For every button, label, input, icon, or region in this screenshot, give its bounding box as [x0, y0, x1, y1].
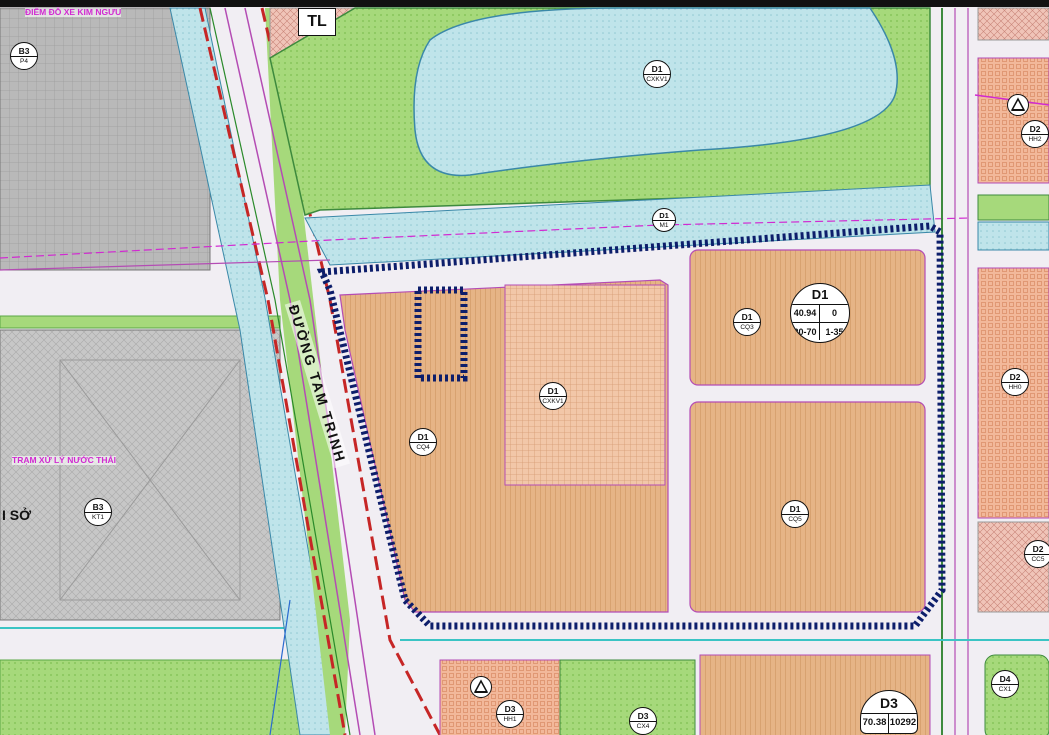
- inner-boundary: [414, 286, 468, 382]
- pond: [413, 7, 898, 177]
- so-fragment-label: I SỞ: [2, 507, 32, 523]
- block-b3-kt1: [0, 329, 281, 621]
- project-boundary: [316, 222, 946, 630]
- bus-depot-label: ĐIỂM ĐỖ XE KIM NGƯU: [25, 7, 122, 17]
- parcel-cxkv1-inner: [504, 284, 666, 486]
- utility-triangle-icon-bottom: [470, 676, 492, 698]
- tl-label: TL: [298, 8, 336, 36]
- treatment-plant-label: TRẠM XỬ LÝ NƯỚC THẢI: [12, 455, 116, 465]
- d1-stats-badge[interactable]: D1 40.94 0 20-70 1-35: [790, 283, 850, 343]
- utility-triangle-icon: [1007, 94, 1029, 116]
- d3-stats-badge[interactable]: D3 70.38 10292: [860, 690, 918, 734]
